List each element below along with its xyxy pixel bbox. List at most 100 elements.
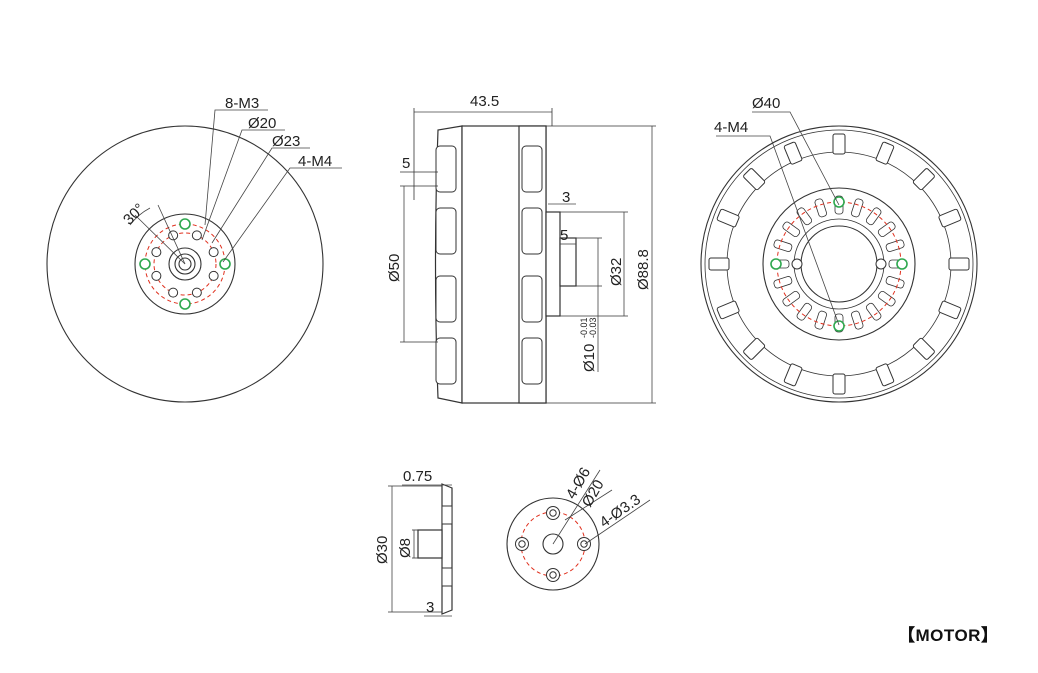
angle-ray-1 — [157, 204, 186, 265]
label-side-d32: Ø32 — [608, 258, 625, 286]
m3-hole — [168, 287, 179, 298]
front-shaft-collar — [168, 247, 202, 281]
stator-fin-shape — [782, 290, 801, 307]
rear-slot — [938, 208, 962, 228]
rear-m4-holes — [770, 196, 908, 332]
rear-slot-shape — [716, 300, 740, 320]
label-mount-d30: Ø30 — [374, 536, 391, 564]
label-8m3: 8-M3 — [225, 95, 259, 112]
stator-fin — [865, 302, 882, 321]
side-slot — [435, 145, 457, 193]
stator-fin — [782, 290, 801, 307]
mount-side-hub — [417, 529, 443, 559]
rear-m4-hole — [770, 258, 782, 270]
stator-fin-shape — [865, 207, 882, 226]
leader-4m4 — [222, 167, 342, 263]
m3-hole — [191, 287, 202, 298]
rear-center-bore — [800, 225, 878, 303]
rear-slot — [938, 300, 962, 320]
stator-fin-shape — [773, 276, 793, 289]
front-rotor-outline — [46, 125, 324, 403]
rear-slot-shape — [743, 337, 766, 360]
label-rear-4m4: 4-M4 — [714, 119, 748, 136]
stator-fin — [782, 221, 801, 238]
side-stator-boss — [545, 211, 561, 317]
stator-fin-shape — [851, 198, 864, 218]
stator-fin — [773, 239, 793, 252]
leader-mount-d20 — [564, 489, 613, 521]
rear-slot-shape — [783, 141, 803, 165]
rear-slot — [832, 133, 846, 155]
mount-hole-inner — [549, 571, 557, 579]
stator-fin-shape — [877, 221, 896, 238]
side-slot — [521, 275, 543, 323]
label-side-5-top: 5 — [402, 155, 410, 172]
rear-center-ring — [793, 218, 885, 310]
label-side-d888: Ø88.8 — [635, 249, 652, 290]
stator-fin — [796, 207, 813, 226]
m4-hole — [219, 258, 231, 270]
rear-slot — [743, 168, 766, 191]
label-mount-3: 3 — [426, 599, 434, 616]
m3-hole — [208, 270, 219, 281]
stator-fin — [865, 207, 882, 226]
stator-fin — [877, 221, 896, 238]
m3-hole — [208, 247, 219, 258]
rear-slot — [832, 373, 846, 395]
rear-m4-hole — [833, 320, 845, 332]
rear-slot — [783, 363, 803, 387]
leader-mount-4d6 — [552, 469, 601, 545]
rear-slot-shape — [832, 133, 846, 155]
label-side-5-mid: 5 — [560, 227, 568, 244]
side-shaft — [559, 237, 577, 287]
mount-holes — [515, 506, 591, 582]
mount-hole-inner — [549, 509, 557, 517]
m3-hole — [151, 247, 162, 258]
rear-outer-outline — [700, 125, 978, 403]
rear-slot-shape — [938, 208, 962, 228]
rear-outer-ring — [704, 129, 974, 399]
rear-slot — [912, 337, 935, 360]
rear-fixing-hole-right — [875, 258, 887, 270]
stator-fin — [851, 310, 864, 330]
rear-slot — [716, 208, 740, 228]
rear-slot-shape — [948, 257, 970, 271]
leader-mount-4d33 — [584, 499, 651, 545]
side-slot — [435, 207, 457, 255]
stator-fin — [885, 239, 905, 252]
rear-slot — [783, 141, 803, 165]
stator-fin — [814, 198, 827, 218]
rear-slot — [912, 168, 935, 191]
mount-hole-inner — [518, 540, 526, 548]
stator-fin-shape — [814, 310, 827, 330]
label-side-d50: Ø50 — [386, 254, 403, 282]
front-view: 8-M3 Ø20 Ø23 4-M4 30° — [46, 95, 342, 403]
stator-fin-shape — [814, 198, 827, 218]
stator-fin — [796, 302, 813, 321]
rear-slot-shape — [716, 208, 740, 228]
stator-fin — [773, 276, 793, 289]
mount-side-slot-top — [441, 505, 453, 525]
rear-view: Ø40 4-M4 — [700, 95, 978, 403]
stator-fin-shape — [885, 239, 905, 252]
front-shaft — [178, 257, 192, 271]
label-mount-4d33: 4-Ø3.3 — [597, 491, 644, 531]
label-rear-d40: Ø40 — [752, 95, 780, 112]
front-m4-holes — [139, 218, 231, 310]
side-slot — [521, 207, 543, 255]
leader-d20 — [201, 129, 285, 241]
side-slot — [435, 337, 457, 385]
stator-fin-shape — [773, 239, 793, 252]
stator-fin — [814, 310, 827, 330]
front-shaft-ring — [174, 253, 196, 275]
label-side-tol-lower: -0.03 — [588, 317, 598, 338]
side-slot — [435, 275, 457, 323]
stator-fin-shape — [796, 302, 813, 321]
stator-fin-shape — [796, 207, 813, 226]
stator-fin-shape — [885, 276, 905, 289]
angle-arc — [129, 207, 151, 226]
rear-slot — [743, 337, 766, 360]
rear-slot-shape — [743, 168, 766, 191]
stator-fin-shape — [865, 302, 882, 321]
